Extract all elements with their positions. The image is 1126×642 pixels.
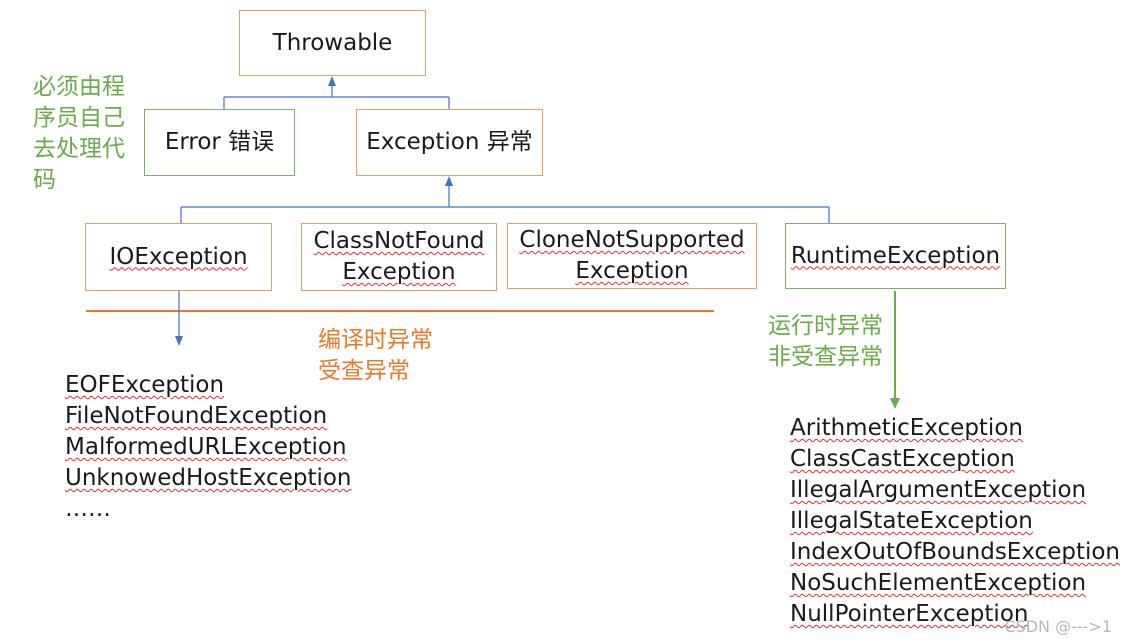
exception-connector [180,184,830,223]
throwable-connector [223,84,450,109]
list-item: IndexOutOfBoundsException [790,539,1120,565]
throwable-arrowhead [328,76,336,86]
throwable-label: Throwable [272,29,393,56]
list-item: IllegalStateException [790,508,1033,534]
exception-node: Exception 异常 [356,109,543,176]
list-item: …… [65,496,111,522]
io-exception-label: IOException [109,243,248,270]
error-node: Error 错误 [144,109,295,176]
clone-not-supported-label-line1: CloneNotSupported [519,227,745,253]
watermark: CSDN @--->1 [1004,617,1112,636]
list-item: MalformedURLException [65,434,347,460]
clone-not-supported-label-line2: Exception [575,258,689,284]
list-item: UnknowedHostException [65,465,352,491]
list-item: FileNotFoundException [65,403,328,429]
error-label: Error 错误 [164,129,275,155]
runtime-down-arrowhead [890,398,900,409]
exception-label: Exception 异常 [366,129,533,155]
list-item: NoSuchElementException [790,570,1087,596]
runtime-exception-label: RuntimeException [790,242,1001,269]
class-not-found-node: ClassNotFound Exception [301,223,497,291]
list-item: ArithmeticException [790,415,1023,441]
io-exception-node: IOException [85,223,272,291]
throwable-node: Throwable [239,10,426,76]
error-annotation: 必须由程 序员自己 去处理代 码 [33,74,125,193]
list-item: ClassCastException [790,446,1015,472]
list-item: EOFException [65,372,225,398]
checked-annotation: 编译时异常 受查异常 [318,327,433,384]
unchecked-annotation: 运行时异常 非受查异常 [768,313,883,370]
io-down-arrowhead [175,336,183,346]
exception-arrowhead [445,176,453,186]
list-item: IllegalArgumentException [790,477,1087,503]
list-item: NullPointerException [790,601,1029,627]
class-not-found-label-line1: ClassNotFound [313,228,485,254]
runtime-exception-node: RuntimeException [785,223,1006,289]
class-not-found-label-line2: Exception [342,259,456,285]
runtime-exception-list: ArithmeticException ClassCastException I… [790,413,1120,630]
clone-not-supported-node: CloneNotSupported Exception [507,223,757,289]
checked-exception-list: EOFException FileNotFoundException Malfo… [65,370,352,525]
